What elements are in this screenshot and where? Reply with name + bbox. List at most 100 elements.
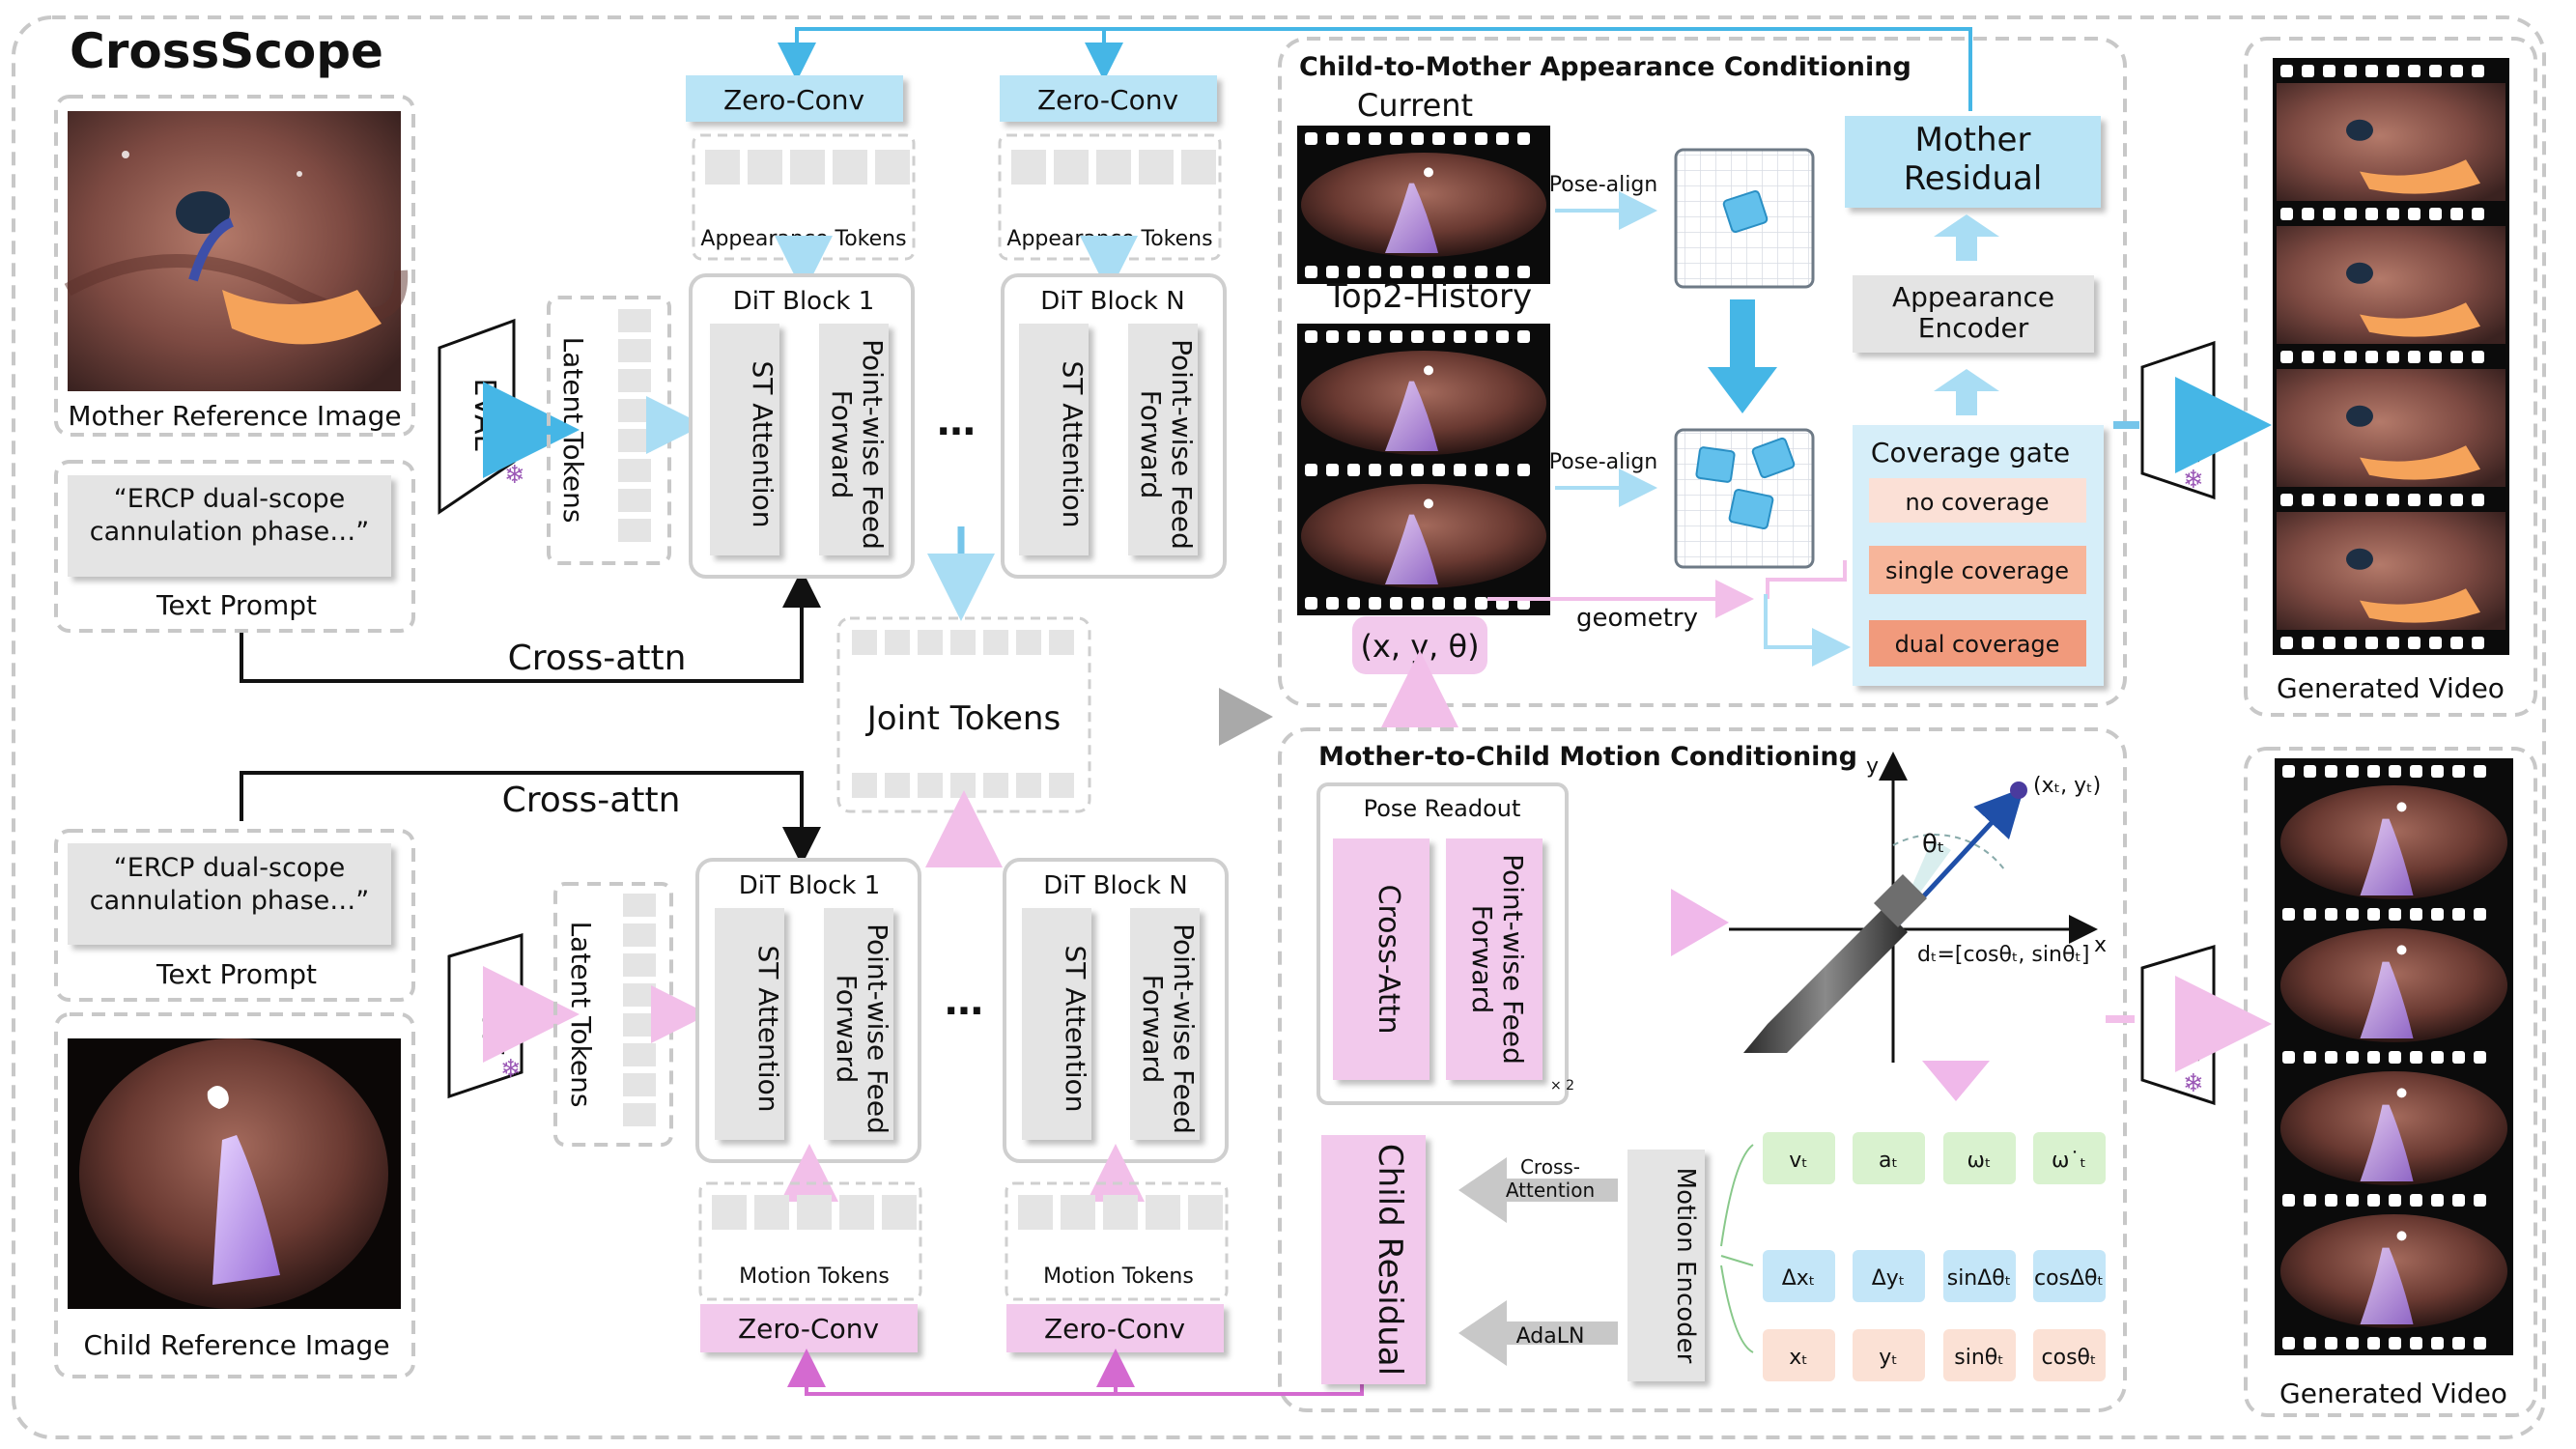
film-hole — [2450, 65, 2463, 77]
st-attention-top-n: ST Attention — [1057, 360, 1088, 528]
mother-residual-label: Mother Residual — [1903, 121, 2043, 198]
film-hole — [2452, 1051, 2465, 1064]
film-hole — [2280, 637, 2293, 649]
film-hole — [2323, 637, 2335, 649]
specular-highlight — [1424, 498, 1433, 509]
film-hole — [2472, 494, 2484, 506]
film-hole — [2389, 765, 2401, 778]
motion-encoder-label: Motion Encoder — [1671, 1167, 1700, 1364]
papilla — [2346, 262, 2373, 284]
gate-to-encoder-head — [1934, 369, 1999, 391]
film-hole — [2282, 1051, 2295, 1064]
pointwise-ff-top-n: Point-wise Feed Forward — [1135, 339, 1197, 550]
pose-point-label: (xₜ, yₜ) — [2033, 774, 2101, 798]
token-cell — [1103, 1195, 1138, 1230]
current-label: Current — [1357, 87, 1473, 124]
film-hole — [1347, 266, 1360, 278]
motion-feature-label: yₜ — [1879, 1346, 1898, 1370]
film-hole — [1369, 266, 1381, 278]
token-cell — [623, 983, 656, 1007]
token-cell — [918, 773, 943, 798]
film-hole — [2323, 208, 2335, 220]
token-cell — [1096, 150, 1131, 185]
film-hole — [1369, 132, 1381, 145]
film-hole — [1305, 464, 1317, 476]
film-hole — [1326, 597, 1339, 610]
generated-video-bottom-label: Generated Video — [2279, 1378, 2507, 1409]
film-hole — [2408, 637, 2420, 649]
film-hole — [1475, 132, 1487, 145]
film-hole — [2346, 908, 2359, 921]
film-hole — [2344, 494, 2357, 506]
dit-block-1-bottom-label: DiT Block 1 — [739, 871, 881, 900]
current-frame-film — [1297, 126, 1550, 284]
motion-feature-label: sinθₜ — [1954, 1346, 2003, 1370]
pose-tuple-label: (x, y, θ) — [1360, 628, 1479, 665]
dit-block-1-top — [689, 273, 915, 579]
endoscope-probe — [2360, 961, 2414, 1038]
token-cell — [875, 150, 910, 185]
catheter-tip — [2360, 588, 2480, 623]
token-cell — [950, 773, 976, 798]
film-hole — [2474, 1051, 2486, 1064]
token-cell — [983, 773, 1008, 798]
film-hole — [2450, 351, 2463, 363]
st-attention-top-1: ST Attention — [747, 360, 778, 528]
token-cell — [623, 953, 656, 977]
history-frames-film — [1297, 324, 1550, 615]
film-hole — [2410, 1051, 2422, 1064]
film-hole — [1454, 330, 1466, 343]
film-hole — [2474, 1337, 2486, 1350]
motion-feature-cell — [1853, 1132, 1925, 1184]
film-hole — [2474, 1194, 2486, 1207]
appearance-encoder-label: Appearance Encoder — [1891, 282, 2055, 344]
film-hole — [2325, 765, 2337, 778]
token-cell — [618, 369, 651, 392]
film-hole — [2408, 351, 2420, 363]
single-coverage-box — [1869, 546, 2086, 594]
motion-feature-label: cosΔθₜ — [2034, 1266, 2104, 1291]
specular-highlight — [2396, 1088, 2407, 1098]
token-cell — [790, 150, 825, 185]
film-hole — [2410, 908, 2422, 921]
latent-token-column-top — [618, 309, 651, 542]
film-hole — [2282, 908, 2295, 921]
token-cell — [623, 1013, 656, 1037]
loop-arrow-residual-to-zeroconv-1 — [778, 27, 1972, 111]
film-hole — [2365, 351, 2378, 363]
film-hole — [1369, 597, 1381, 610]
motion-feature-cell — [1943, 1329, 2016, 1381]
pose-align-label-2: Pose-align — [1549, 450, 1658, 474]
film-hole — [2365, 494, 2378, 506]
film-hole — [1390, 330, 1402, 343]
ellipsis-bottom: … — [945, 980, 983, 1024]
zero-conv-bottom-2-label: Zero-Conv — [1044, 1313, 1185, 1345]
appearance-panel-heading: Child-to-Mother Appearance Conditioning — [1299, 52, 1911, 82]
film-hole — [2302, 351, 2314, 363]
token-cell — [623, 894, 656, 917]
film-hole — [1411, 266, 1424, 278]
text-prompt-label-bottom: Text Prompt — [156, 958, 317, 990]
film-hole — [2323, 65, 2335, 77]
token-cell — [852, 773, 877, 798]
film-hole — [2304, 1051, 2316, 1064]
film-hole — [2325, 1194, 2337, 1207]
papilla — [2346, 548, 2373, 570]
film-hole — [2346, 1337, 2359, 1350]
token-cell — [852, 630, 877, 655]
pose-geometry-plot — [1729, 752, 2098, 1063]
film-hole — [1475, 597, 1487, 610]
token-cell — [618, 459, 651, 482]
film-hole — [1369, 330, 1381, 343]
cross-attention-label: Cross-Attention — [1505, 1155, 1596, 1202]
dit-block-n-bottom — [1003, 858, 1229, 1163]
film-hole — [2302, 65, 2314, 77]
film-hole — [1517, 330, 1530, 343]
token-cell — [1139, 150, 1174, 185]
film-hole — [1326, 266, 1339, 278]
film-hole — [1475, 266, 1487, 278]
motion-tokens-frame-1 — [698, 1181, 922, 1301]
motion-tokens-frame-2 — [1005, 1181, 1229, 1301]
